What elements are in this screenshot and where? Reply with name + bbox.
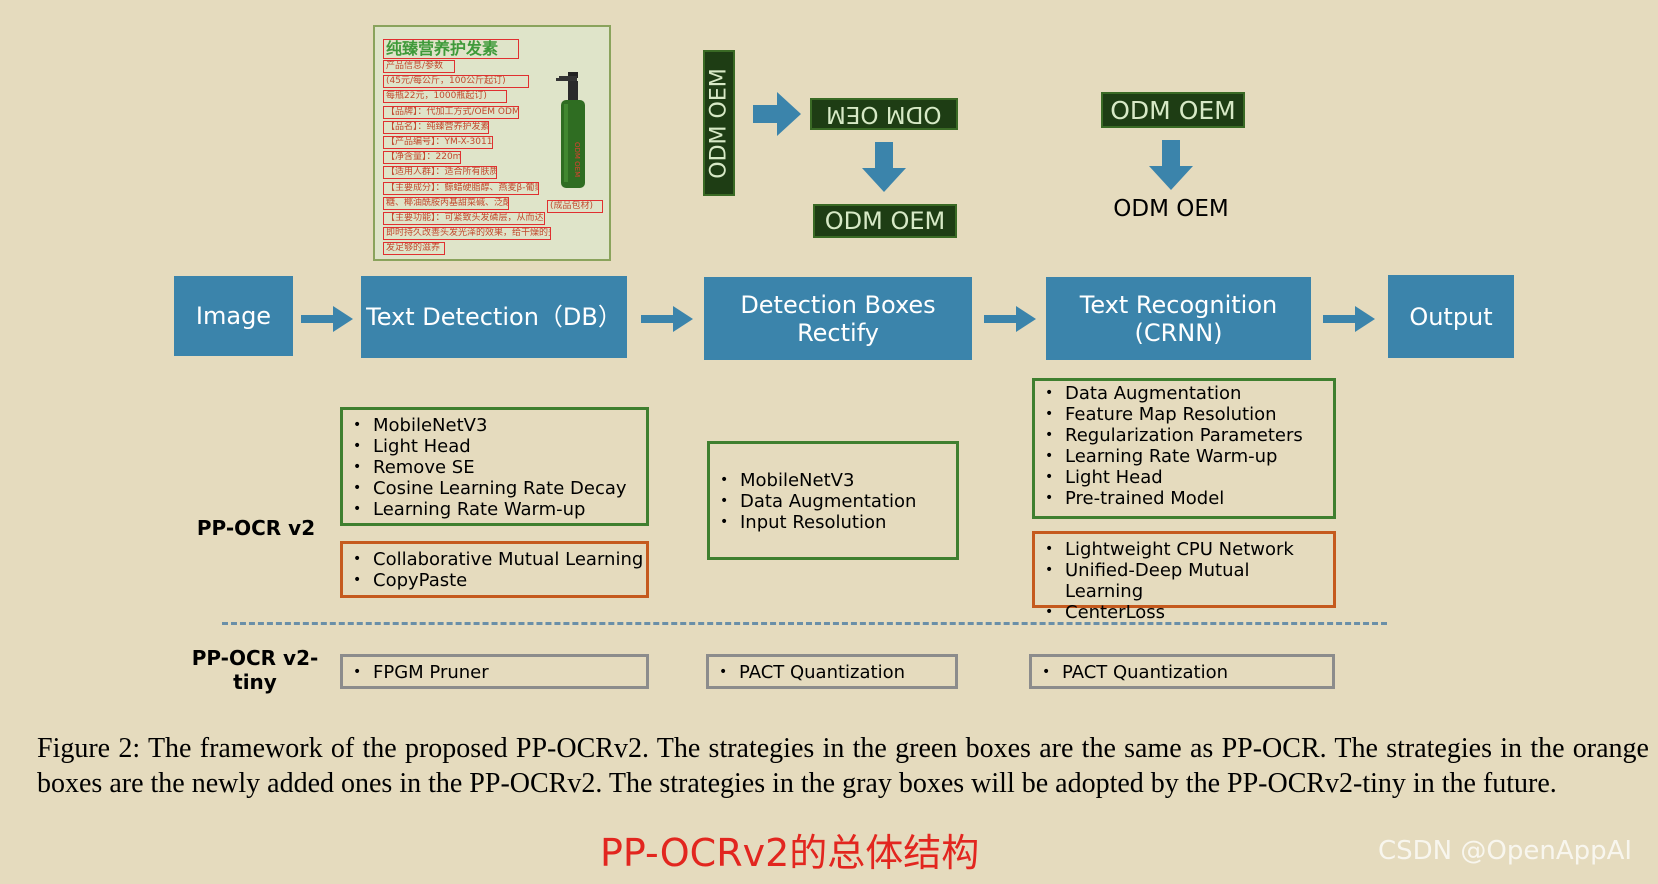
document-text-line: 产品信息/参数 — [383, 60, 455, 73]
rotated-text-crop: ODM OEM — [703, 50, 735, 196]
strategy-item: Collaborative Mutual Learning — [353, 549, 646, 570]
bottle-image: ODM OEM — [556, 72, 585, 188]
strategy-item: Regularization Parameters — [1045, 425, 1333, 446]
arrow-right-icon — [984, 306, 1036, 332]
corrected-text: ODM OEM — [824, 207, 946, 235]
strategy-item: Learning Rate Warm-up — [1045, 446, 1333, 467]
label-pp-ocr-v2-tiny: PP-OCR v2- tiny — [191, 646, 319, 694]
strategy-item: CenterLoss — [1045, 602, 1333, 623]
recognition-gray-box: PACT Quantization — [1029, 654, 1335, 689]
stage-text-detection: Text Detection（DB） — [361, 276, 627, 358]
arrow-right-icon — [641, 306, 693, 332]
document-text-line: 每瓶22元，1000瓶起订) — [383, 90, 507, 104]
strategy-item: MobileNetV3 — [353, 415, 646, 436]
document-text-line: 即时持久改善头发光泽的效果，给干燥的头 — [383, 227, 551, 241]
strategy-item: Light Head — [1045, 467, 1333, 488]
recognized-text: ODM OEM — [1113, 196, 1229, 222]
strategy-item: Light Head — [353, 436, 646, 457]
recognition-green-box: Data AugmentationFeature Map ResolutionR… — [1032, 378, 1336, 519]
recognition-orange-box: Lightweight CPU NetworkUnified-Deep Mutu… — [1032, 531, 1336, 623]
figure-caption: Figure 2: The framework of the proposed … — [37, 733, 1649, 799]
document-text-line: 纯臻营养护发素 — [383, 39, 519, 59]
stage-text-recognition: Text Recognition(CRNN) — [1046, 277, 1311, 360]
document-text-line: 【品名】：纯臻营养护发素 — [383, 120, 489, 134]
arrow-right-icon — [753, 92, 801, 136]
recognition-input-text: ODM OEM — [1110, 95, 1236, 125]
label-pp-ocr-v2: PP-OCR v2 — [196, 516, 316, 540]
arrow-right-icon — [301, 306, 353, 332]
dashed-separator — [222, 622, 1387, 625]
detection-gray-box: FPGM Pruner — [340, 654, 649, 689]
strategy-item: Data Augmentation — [720, 491, 956, 512]
document-text-line: 【主要成分】：鲸蜡硬脂醇、燕麦β-葡聚 — [383, 181, 539, 195]
detection-orange-box: Collaborative Mutual LearningCopyPaste — [340, 541, 649, 598]
document-text-line: (成品包材) — [547, 200, 603, 213]
rectify-gray-box: PACT Quantization — [706, 654, 958, 689]
strategy-item: FPGM Pruner — [353, 662, 646, 683]
strategy-item: Cosine Learning Rate Decay — [353, 478, 646, 499]
document-text-line: 【适用人群】：适合所有肤质 — [383, 166, 497, 180]
document-text-line: 糖、椰油酰胺丙基甜菜碱、泛醒 — [383, 196, 509, 210]
document-text-line: 【产品编号】：YM-X-3011 — [383, 136, 493, 149]
strategy-item: PACT Quantization — [719, 662, 955, 683]
document-text-line: (45元/每公斤，100公斤起订) — [383, 75, 529, 89]
strategy-item: Learning Rate Warm-up — [353, 499, 646, 520]
stage-image: Image — [174, 276, 293, 356]
arrow-down-icon — [862, 142, 906, 192]
detection-green-box: MobileNetV3Light HeadRemove SECosine Lea… — [340, 407, 649, 526]
strategy-item: Data Augmentation — [1045, 383, 1333, 404]
rotated-text: ODM OEM — [706, 67, 732, 179]
strategy-item: Input Resolution — [720, 512, 956, 533]
stage-output: Output — [1388, 275, 1514, 358]
arrow-right-icon — [1323, 306, 1375, 332]
sample-document-image: 纯臻营养护发素产品信息/参数 (45元/每公斤，100公斤起订)每瓶22元，100… — [373, 25, 611, 261]
strategy-item: CopyPaste — [353, 570, 646, 591]
strategy-item: Pre-trained Model — [1045, 488, 1333, 509]
strategy-item: PACT Quantization — [1042, 662, 1332, 683]
strategy-item: Lightweight CPU Network — [1045, 539, 1333, 560]
recognition-input-crop: ODM OEM — [1101, 92, 1245, 128]
corrected-text-crop: ODM OEM — [813, 204, 957, 238]
document-text-line: 【主要功能】：可紧致头发磷层，从而达到 — [383, 212, 545, 225]
flipped-text-crop: ODM OEM — [810, 98, 958, 130]
flipped-text: ODM OEM — [826, 101, 942, 127]
document-text-line: 【品牌】：代加工方式/OEM ODM — [383, 105, 519, 119]
arrow-down-icon — [1149, 140, 1193, 190]
watermark: CSDN @OpenAppAI — [1378, 836, 1633, 866]
strategy-item: Feature Map Resolution — [1045, 404, 1333, 425]
strategy-item: Unified-Deep Mutual Learning — [1045, 560, 1333, 602]
strategy-item: Remove SE — [353, 457, 646, 478]
chinese-title: PP-OCRv2的总体结构 — [600, 831, 980, 875]
document-text-line: 发足够的滋养 — [383, 242, 445, 256]
bottle-label: ODM OEM — [573, 142, 581, 177]
document-text-line: 【净含量】：220ml — [383, 151, 461, 165]
rectify-green-box: MobileNetV3Data AugmentationInput Resolu… — [707, 441, 959, 560]
strategy-item: MobileNetV3 — [720, 470, 956, 491]
